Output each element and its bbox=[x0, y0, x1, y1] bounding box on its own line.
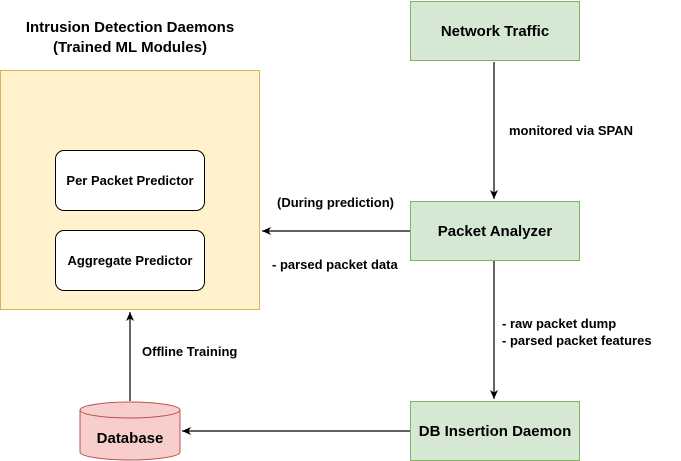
label-monitored-via-span: monitored via SPAN bbox=[509, 123, 634, 138]
per-packet-predictor-label: Per Packet Predictor bbox=[66, 173, 194, 188]
network-traffic-node[interactable]: Network Traffic bbox=[410, 1, 580, 61]
packet-analyzer-node[interactable]: Packet Analyzer bbox=[410, 201, 580, 261]
ids-group-title-line2: (Trained ML Modules) bbox=[53, 39, 207, 56]
database-label: Database bbox=[96, 430, 164, 447]
packet-analyzer-label: Packet Analyzer bbox=[437, 222, 553, 240]
network-traffic-label: Network Traffic bbox=[440, 22, 550, 40]
db-insertion-daemon-label: DB Insertion Daemon bbox=[418, 422, 572, 440]
ids-group-title-line1: Intrusion Detection Daemons bbox=[25, 19, 235, 36]
aggregate-predictor-node[interactable]: Aggregate Predictor bbox=[55, 230, 205, 291]
label-parsed-packet-data: - parsed packet data bbox=[272, 257, 398, 272]
database-cylinder bbox=[79, 401, 181, 461]
db-insertion-daemon-node[interactable]: DB Insertion Daemon bbox=[410, 401, 580, 461]
label-during-prediction: (During prediction) bbox=[277, 195, 394, 210]
label-raw-packet-dump: - raw packet dump bbox=[502, 316, 617, 331]
ids-group-title: Intrusion Detection Daemons (Trained ML … bbox=[0, 18, 260, 58]
aggregate-predictor-label: Aggregate Predictor bbox=[67, 253, 193, 268]
per-packet-predictor-node[interactable]: Per Packet Predictor bbox=[55, 150, 205, 211]
label-offline-training: Offline Training bbox=[142, 344, 238, 359]
label-parsed-packet-features: - parsed packet features bbox=[502, 333, 652, 348]
